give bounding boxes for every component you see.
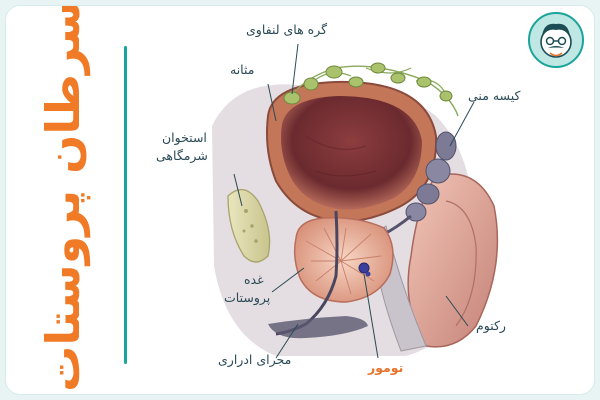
diagram-card: سرطان پروستات (6, 6, 594, 394)
rectum (370, 173, 499, 352)
pubic-bone (227, 189, 271, 263)
label-lymph-nodes: گره های لنفاوی (246, 22, 328, 37)
tumor-mark (358, 262, 370, 274)
label-pubic-bone-line2: شرمگاهی (156, 148, 208, 163)
mascot-logo (528, 12, 584, 68)
prostate-anatomy-illustration (212, 43, 499, 359)
label-prostate-gland-line2: پروستات (224, 290, 271, 305)
label-seminal-vesicle: کیسه منی (468, 88, 521, 103)
label-tumor: تومور (368, 360, 404, 375)
leader-lines (233, 43, 475, 359)
label-pubic-bone-line1: استخوان (162, 130, 207, 145)
label-rectum: رکتوم (476, 318, 506, 333)
lymph-nodes (283, 62, 459, 117)
doctor-face-icon (540, 23, 572, 58)
label-bladder: مثانه (230, 62, 255, 77)
prostate-gland (293, 216, 394, 303)
label-urethra: مجرای ادراری (218, 352, 292, 367)
title-divider-line (124, 46, 127, 364)
bladder (266, 80, 438, 223)
seminal-vesicle (383, 131, 457, 236)
label-prostate-gland-line1: غده (244, 272, 264, 287)
